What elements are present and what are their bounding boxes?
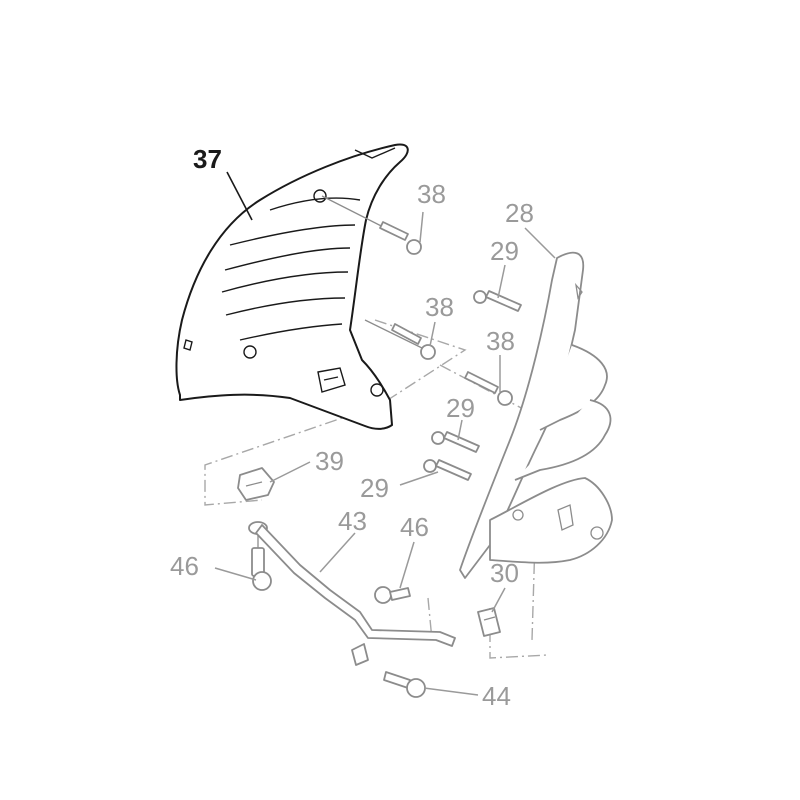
bolt-part-44	[383, 671, 426, 698]
screw-part-38-c	[464, 371, 513, 406]
callout-38-b: 38	[425, 292, 454, 322]
clip-nut-part-39	[237, 467, 275, 501]
side-cowl-part-37	[175, 143, 409, 430]
screw-part-29-b	[431, 431, 480, 453]
bolt-part-46-middle	[374, 586, 411, 604]
bolt-part-46-left	[248, 521, 272, 591]
callout-29-a: 29	[490, 236, 519, 266]
stay-bracket-part-43	[255, 524, 456, 666]
callout-37: 37	[193, 144, 222, 174]
leader-lines	[214, 171, 556, 696]
callout-28: 28	[505, 198, 534, 228]
callout-38-c: 38	[486, 326, 515, 356]
callout-46-b: 46	[400, 512, 429, 542]
callout-labels: 37 38 38 38 28 29 29 29 39 43 46 46 30 4…	[170, 144, 534, 711]
callout-30: 30	[490, 558, 519, 588]
screw-part-29-c	[423, 459, 472, 481]
callout-46-a: 46	[170, 551, 199, 581]
callout-44: 44	[482, 681, 511, 711]
screw-part-38-a	[321, 195, 422, 255]
callout-29-c: 29	[360, 473, 389, 503]
callout-38-a: 38	[417, 179, 446, 209]
cowl-bracket-part-28	[459, 251, 613, 579]
clip-nut-part-30	[477, 607, 501, 637]
callout-29-b: 29	[446, 393, 475, 423]
screw-part-29-a	[473, 290, 522, 312]
callout-43: 43	[338, 506, 367, 536]
callout-39: 39	[315, 446, 344, 476]
screw-part-38-b	[364, 319, 436, 360]
